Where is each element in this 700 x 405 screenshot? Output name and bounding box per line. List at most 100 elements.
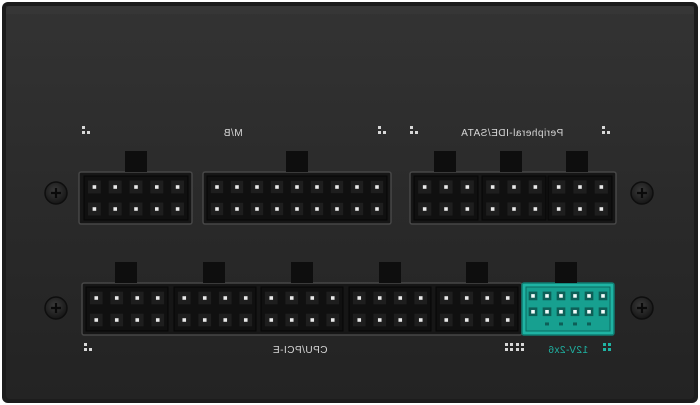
connector-pin-icon — [422, 185, 427, 189]
connector-pin-icon — [94, 318, 99, 322]
connector-pin-icon — [601, 309, 605, 314]
connector-pin-icon — [175, 207, 180, 211]
connector-pin-icon — [215, 207, 219, 211]
connector-pin-icon — [289, 318, 294, 322]
connector-pin-icon — [310, 318, 315, 322]
connector-pin-icon — [599, 185, 604, 189]
connector-sockets — [83, 175, 613, 332]
connector-pin-icon — [573, 309, 577, 314]
connector-pin-icon — [512, 185, 516, 189]
connector-pin-icon — [223, 296, 228, 300]
connector-pin-icon — [505, 318, 510, 322]
connector-pin-icon — [114, 318, 119, 322]
connector-pin-icon — [175, 185, 180, 189]
connector-pin-icon — [601, 294, 605, 298]
connector-pin-icon — [335, 207, 339, 211]
connector-pin-icon — [490, 207, 495, 211]
connector-pin-icon — [465, 185, 470, 189]
connector-pin-icon — [92, 207, 97, 211]
sense-pin — [559, 322, 563, 326]
connector-pin-icon — [377, 296, 382, 300]
connector-pin-icon — [295, 207, 299, 211]
connector-pin-icon — [377, 318, 382, 322]
connector-pin-icon — [533, 185, 538, 189]
peripheral-label: Peripheral-IDE/SATA — [461, 128, 564, 139]
connector-pin-icon — [155, 207, 159, 211]
connector-pin-icon — [418, 318, 423, 322]
screw-icon — [630, 296, 654, 320]
connector-pin-icon — [275, 207, 279, 211]
connector-pin-icon — [465, 207, 470, 211]
connector-pin-icon — [243, 296, 248, 300]
connector-pin-icon — [355, 207, 359, 211]
hpwr-marker-icon — [603, 343, 611, 351]
connector-pin-icon — [599, 207, 604, 211]
hpwr-connector-12pin — [525, 286, 611, 332]
connector-pin-icon — [182, 318, 187, 322]
connector-pin-icon — [330, 318, 335, 322]
mb-label: M/B — [223, 128, 242, 139]
connector-pin-icon — [357, 318, 362, 322]
connector-pin-icon — [556, 207, 561, 211]
connector-pin-icon — [182, 296, 187, 300]
connector-pin-icon — [92, 185, 97, 189]
connector-pin-icon — [587, 309, 591, 314]
connector-pin-icon — [155, 318, 160, 322]
connector-pin-icon — [485, 318, 490, 322]
connector-pin-icon — [289, 296, 294, 300]
connector-pin-icon — [490, 185, 495, 189]
connector-pin-icon — [255, 185, 259, 189]
connector-pin-icon — [587, 294, 591, 298]
connector-pin-icon — [135, 318, 140, 322]
connector-pin-icon — [444, 318, 449, 322]
connector-pin-icon — [559, 294, 563, 298]
connector-pin-icon — [485, 296, 490, 300]
hpwr-label: 12V-2x6 — [548, 345, 588, 356]
connector-pin-icon — [398, 296, 403, 300]
connector-pin-icon — [275, 185, 279, 189]
connector-pin-icon — [310, 296, 315, 300]
connector-pin-icon — [444, 207, 448, 211]
connector-pin-icon — [202, 296, 207, 300]
connector-pin-icon — [375, 185, 379, 189]
connector-pin-icon — [531, 294, 535, 298]
connector-pin-icon — [512, 207, 516, 211]
connector-pin-icon — [505, 296, 510, 300]
screw-icon — [44, 181, 68, 205]
connector-pin-icon — [531, 309, 535, 314]
connector-pin-icon — [295, 185, 299, 189]
connector-pin-icon — [223, 318, 228, 322]
connector-pin-icon — [422, 207, 427, 211]
connector-pin-icon — [357, 296, 362, 300]
panel-top-lip — [6, 6, 694, 14]
connector-pin-icon — [134, 185, 138, 189]
connector-pin-icon — [375, 207, 379, 211]
connector-pin-icon — [335, 185, 339, 189]
connector-pin-icon — [202, 318, 207, 322]
connector-pin-icon — [94, 296, 99, 300]
connector-pin-icon — [330, 296, 335, 300]
connector-pin-icon — [255, 207, 259, 211]
connector-pin-icon — [573, 294, 577, 298]
connector-pin-icon — [113, 185, 117, 189]
connector-pin-icon — [444, 296, 449, 300]
connector-pin-icon — [464, 318, 469, 322]
connector-pin-icon — [556, 185, 561, 189]
cpu-pcie-label: CPU/PCI-E — [272, 345, 327, 356]
sense-pin — [573, 322, 577, 326]
pin-marker-icon — [82, 126, 610, 351]
connector-pin-icon — [235, 207, 239, 211]
connector-pin-icon — [418, 296, 423, 300]
connector-pin-icon — [464, 296, 469, 300]
connector-pin-icon — [215, 185, 219, 189]
connector-pin-icon — [114, 296, 119, 300]
connector-pin-icon — [545, 294, 549, 298]
connector-pin-icon — [398, 318, 403, 322]
screw-icon — [44, 296, 68, 320]
screw-icon — [630, 181, 654, 205]
connector-pin-icon — [155, 296, 160, 300]
connector-pin-icon — [269, 318, 274, 322]
connector-pin-icon — [559, 309, 563, 314]
sense-pin — [545, 322, 549, 326]
